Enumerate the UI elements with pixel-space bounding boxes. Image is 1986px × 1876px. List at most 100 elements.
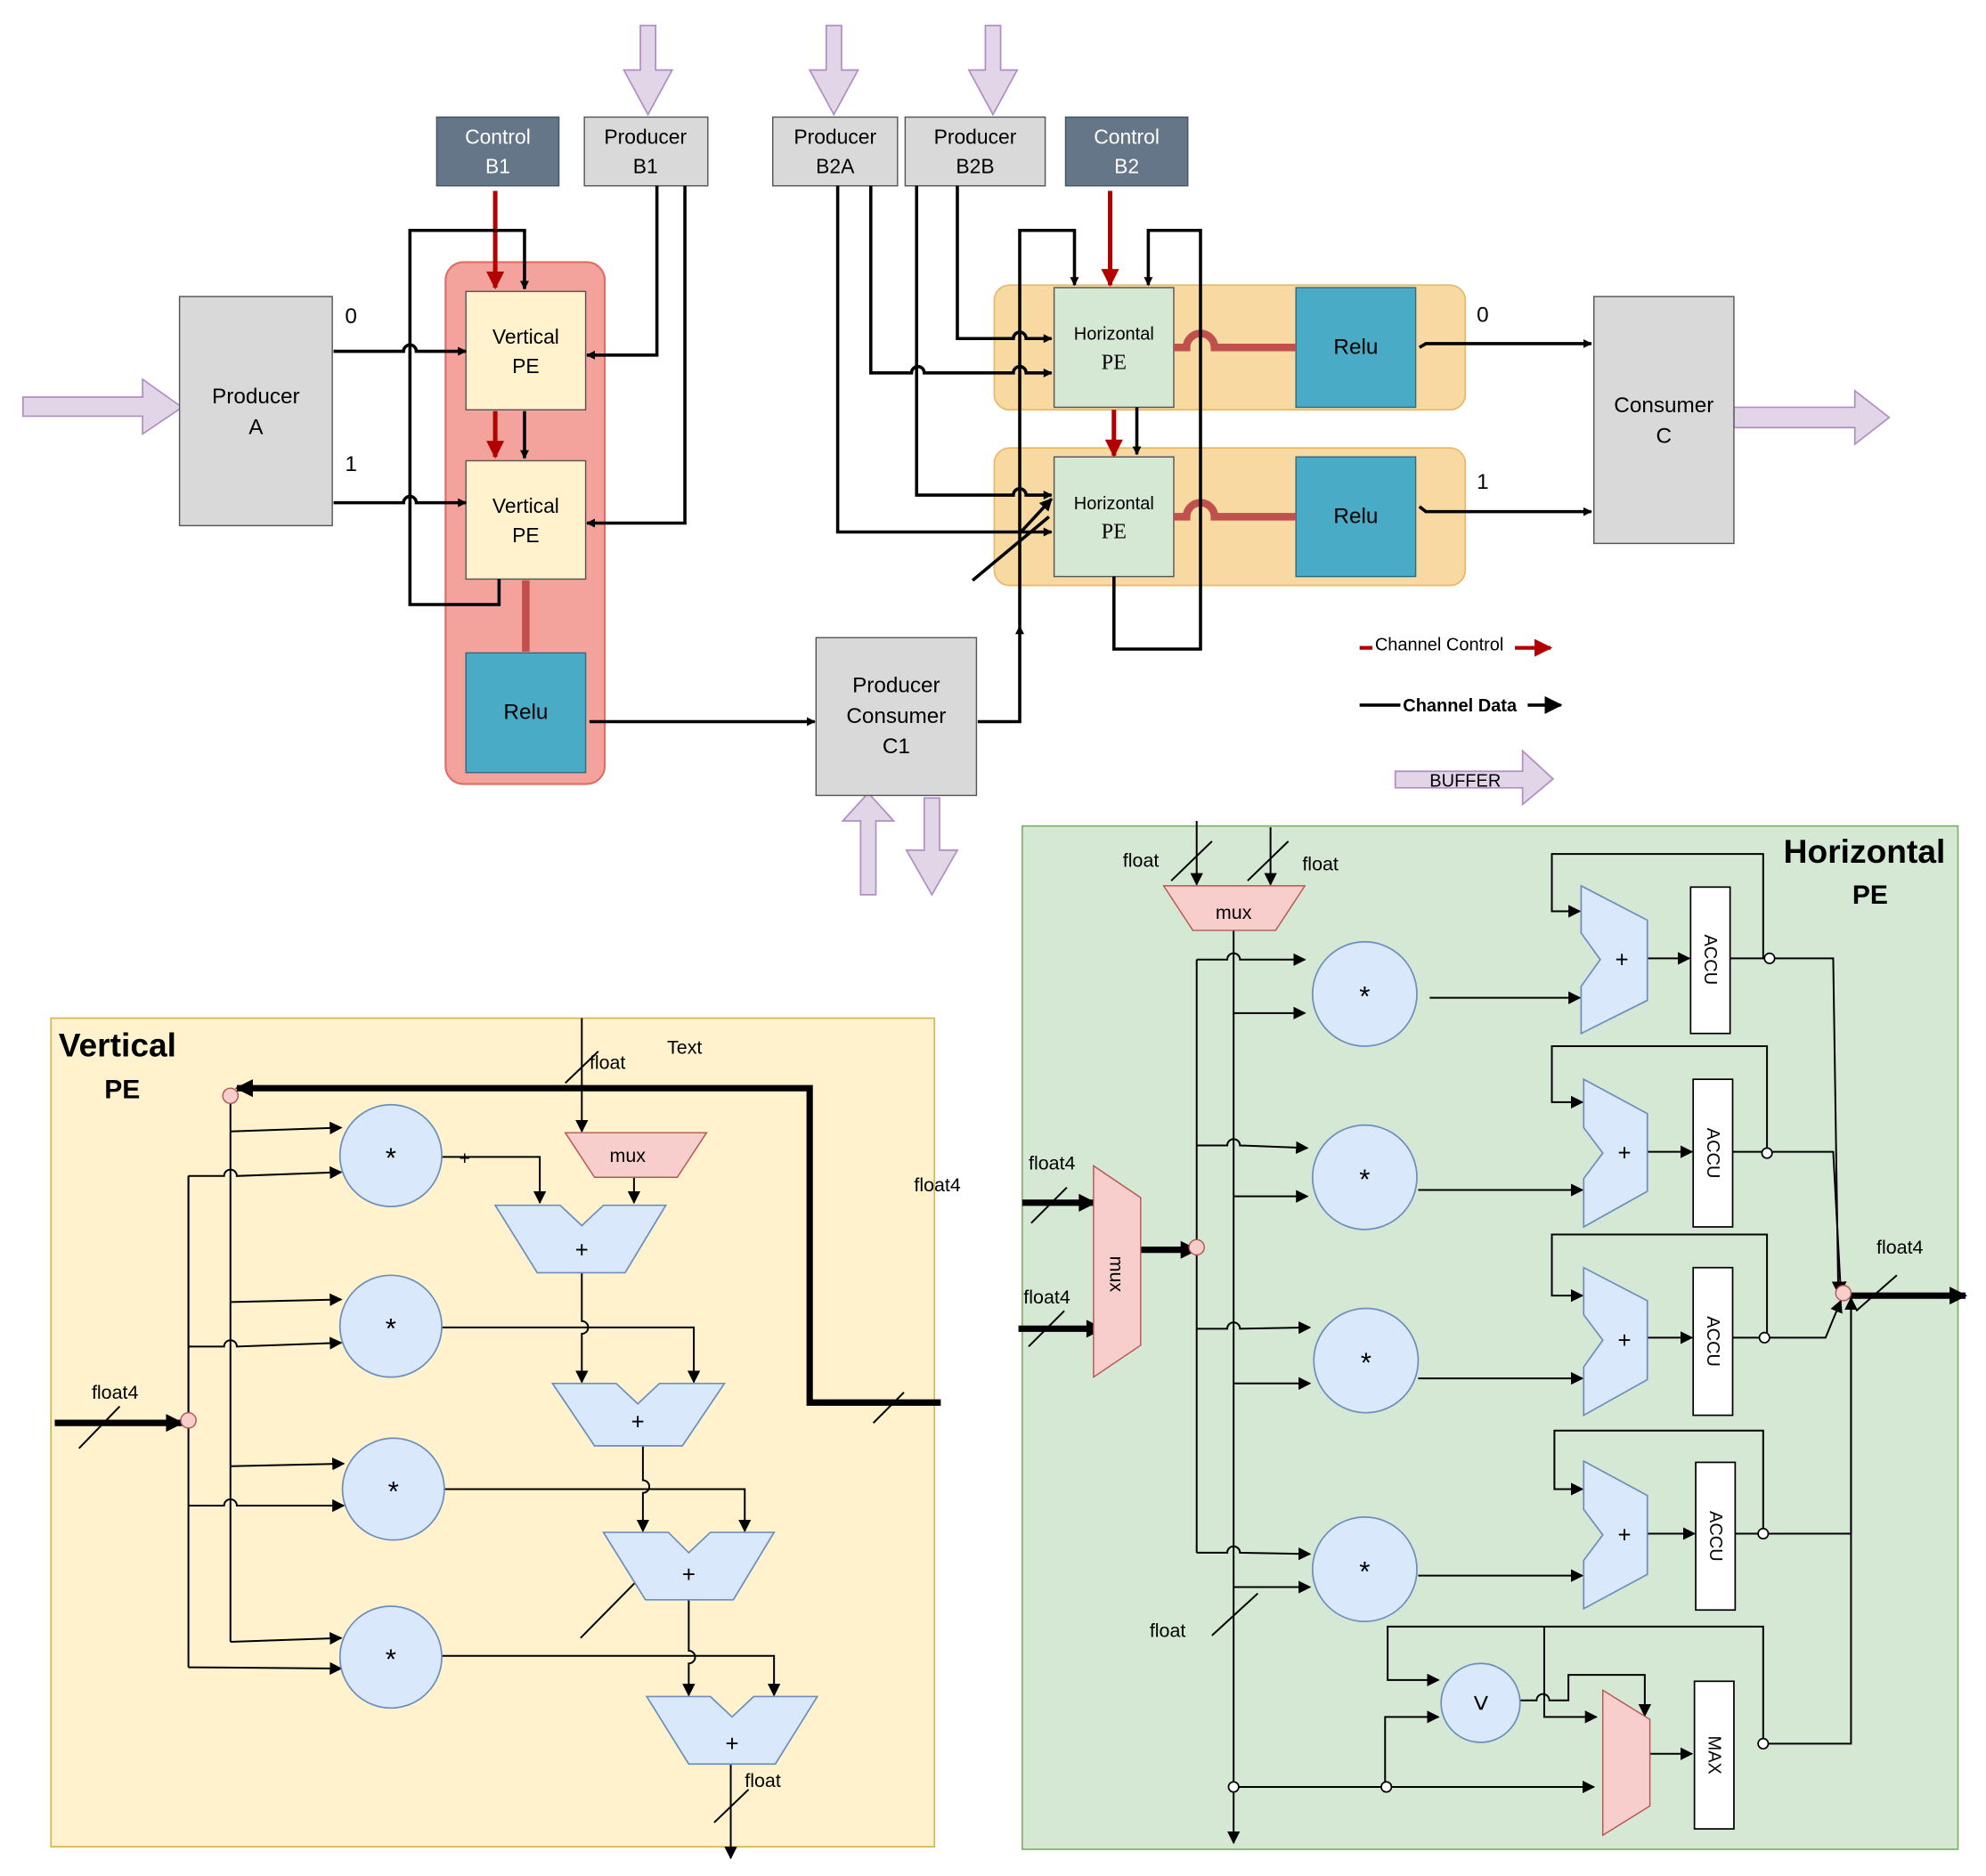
horizontal-float-b-label: float [1302, 854, 1339, 875]
producer-b2a-block [771, 116, 899, 187]
producer-b1-block [583, 116, 709, 187]
horizontal-adders [1580, 884, 1648, 1611]
horizontal-top-mux-label: mux [1216, 902, 1252, 923]
horizontal-side-mux[interactable] [1093, 1165, 1142, 1379]
horizontal-detail-subtitle: PE [1852, 881, 1888, 910]
comparator-label: > [1465, 1694, 1496, 1710]
accu-1 [1689, 886, 1731, 1035]
accu-3 [1692, 1266, 1734, 1417]
horizontal-output-junction [1835, 1285, 1852, 1302]
buffer-arrow-into-b2b [967, 24, 1019, 117]
vertical-float4-right-label: float4 [914, 1174, 961, 1196]
horizontal-float-a-label: float [1123, 849, 1160, 871]
vertical-add-3-label: + [682, 1563, 696, 1588]
producer-a-port-0: 0 [345, 305, 357, 329]
accu-2 [1692, 1078, 1734, 1228]
legend-buffer-arrow [1394, 749, 1555, 807]
buffer-arrow-out-of-c [1733, 389, 1891, 446]
horizontal-detail-title: Horizontal [1784, 832, 1946, 870]
horizontal-adder-3 [1583, 1266, 1648, 1417]
horizontal-mult-3-label: * [1361, 1347, 1371, 1378]
horizontal-float4-out-label: float4 [1876, 1237, 1924, 1258]
vertical-add-4-label: + [725, 1732, 738, 1757]
buffer-arrow-out-of-c1 [905, 797, 959, 897]
vertical-multiplier-4 [338, 1605, 443, 1710]
horizontal-detail-wires [1018, 820, 1968, 1845]
horizontal-pe-top-block [1053, 287, 1175, 409]
horizontal-top-mux[interactable] [1162, 885, 1306, 931]
horizontal-junction-dots [1227, 952, 1776, 1793]
accu-1-label: ACCU [1700, 934, 1720, 985]
producer-b2b-block [904, 116, 1046, 187]
horizontal-add-2-label: + [1617, 1141, 1631, 1166]
vertical-adder-1 [493, 1204, 668, 1274]
max-select-mux [1601, 1689, 1651, 1837]
accu-2-label: ACCU [1703, 1128, 1722, 1179]
control-b2-block [1064, 116, 1189, 187]
vertical-float-bottom-label: float [745, 1770, 781, 1791]
consumer-c-port-1: 1 [1477, 470, 1489, 494]
vertical-add-2-label: + [631, 1409, 645, 1434]
horizontal-add-1-label: + [1616, 947, 1629, 972]
vertical-adder-2 [550, 1382, 726, 1447]
vertical-pe-bottom-block [465, 459, 587, 581]
vertical-mux[interactable] [564, 1132, 708, 1178]
relu-vertical-label: Relu [503, 701, 548, 725]
horizontal-float-bottom-label: float [1150, 1620, 1186, 1641]
vertical-input-junction [180, 1411, 197, 1429]
vertical-multiplier-3 [341, 1437, 445, 1541]
max-register-label: MAX [1704, 1736, 1723, 1774]
vertical-adder-4 [645, 1695, 819, 1766]
vertical-mux-label: mux [609, 1145, 646, 1166]
data-channels [333, 185, 1592, 727]
horizontal-multipliers [1311, 940, 1420, 1622]
control-channels [486, 191, 1123, 459]
horizontal-adder-1 [1580, 884, 1648, 1035]
horizontal-mult-4-label: * [1359, 1555, 1370, 1587]
producer-a-port-1: 1 [345, 452, 357, 476]
horizontal-add-3-label: + [1617, 1328, 1631, 1353]
buffer-arrow-into-a [21, 378, 183, 436]
horizontal-adder-2 [1583, 1077, 1648, 1229]
vertical-adder-3 [602, 1531, 776, 1601]
accu-4-label: ACCU [1705, 1511, 1725, 1562]
buffer-arrow-into-b1 [623, 24, 674, 117]
vertical-plus-mark: + [460, 1148, 471, 1169]
vertical-mult-2-label: * [386, 1312, 396, 1344]
buffer-arrow-into-b2a [808, 24, 859, 117]
vertical-detail-subtitle: PE [104, 1076, 140, 1105]
legend-data-label: Channel Data [1403, 696, 1518, 716]
consumer-c-port-0: 0 [1477, 304, 1489, 328]
vertical-multipliers [338, 1103, 445, 1710]
horizontal-side-mux-label: mux [1106, 1256, 1127, 1293]
horizontal-adder-4 [1583, 1459, 1648, 1611]
relu-top-block [1295, 287, 1417, 409]
vertical-detail-wires [54, 1018, 941, 1860]
horizontal-mult-1-label: * [1359, 980, 1370, 1011]
vertical-feedback-junction [222, 1087, 240, 1105]
buffer-arrow-into-c1 [841, 792, 896, 896]
relu-bottom-label: Relu [1333, 505, 1378, 529]
comparator [1440, 1662, 1521, 1743]
vertical-multiplier-1 [338, 1103, 443, 1207]
horizontal-pe-bottom-block [1053, 456, 1175, 578]
producer-consumer-c1-block [815, 637, 978, 797]
vertical-float4-left-label: float4 [92, 1382, 139, 1403]
horizontal-input-junction [1188, 1238, 1206, 1256]
legend-control-label: Channel Control [1375, 635, 1504, 654]
consumer-c-block [1592, 296, 1735, 545]
vertical-mult-4-label: * [386, 1644, 396, 1675]
vertical-float-top-label: float [590, 1052, 626, 1074]
control-b1-block [435, 116, 560, 187]
horizontal-mult-2-label: * [1359, 1164, 1370, 1195]
horizontal-float4-in2-label: float4 [1023, 1287, 1070, 1308]
